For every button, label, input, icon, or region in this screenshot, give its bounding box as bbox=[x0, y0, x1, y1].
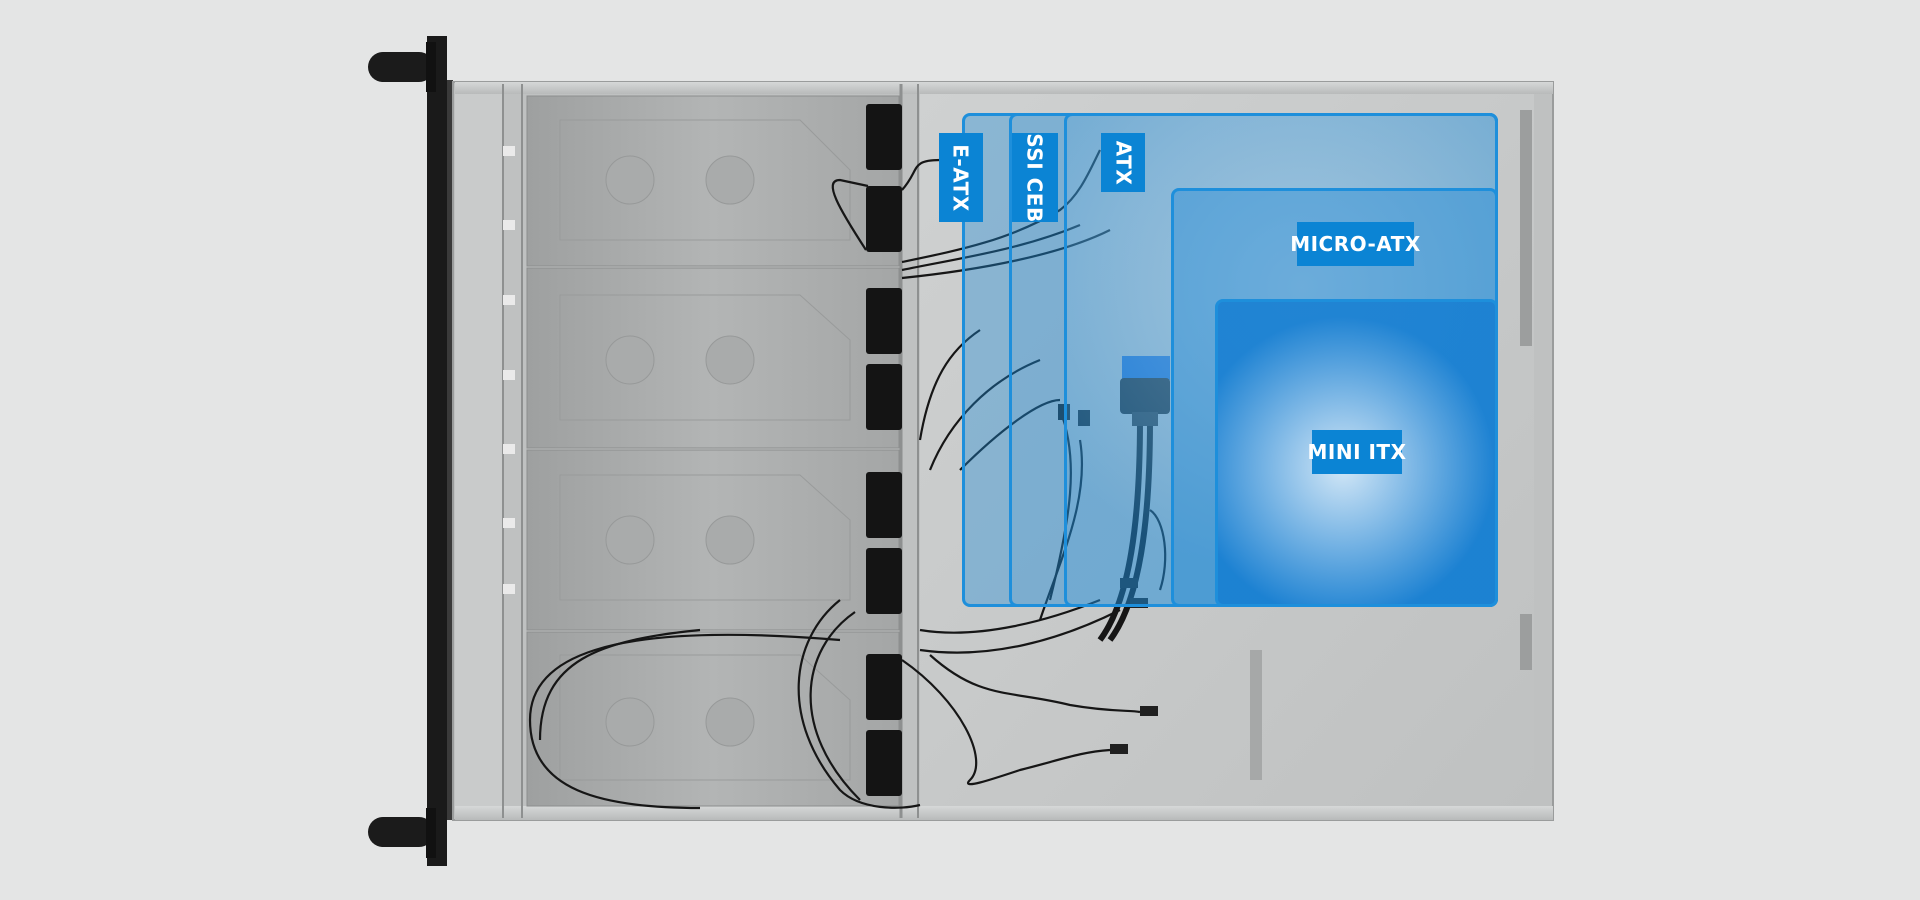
mini-itx-label: MINI ITX bbox=[1308, 430, 1406, 474]
drive-bay bbox=[526, 95, 900, 807]
atx-label: ATX bbox=[1101, 133, 1145, 192]
mini-itx-label-text: MINI ITX bbox=[1307, 440, 1407, 464]
ssiceb-label-text: SSI CEB bbox=[1023, 132, 1047, 223]
micro-atx-label: MICRO-ATX bbox=[1290, 222, 1420, 266]
ssiceb-label: SSI CEB bbox=[1012, 133, 1058, 222]
fan-icon bbox=[866, 104, 902, 796]
atx-label-text: ATX bbox=[1111, 140, 1135, 185]
micro-atx-label-text: MICRO-ATX bbox=[1290, 232, 1421, 256]
rack-handle-icon bbox=[368, 42, 436, 92]
usb-header-connector-icon bbox=[1120, 356, 1170, 426]
rack-handle-icon bbox=[368, 808, 436, 858]
eatx-label-text: E-ATX bbox=[949, 143, 974, 212]
cable-bundle bbox=[528, 149, 1167, 810]
front-panel bbox=[427, 36, 453, 866]
eatx-label: E-ATX bbox=[939, 133, 983, 222]
